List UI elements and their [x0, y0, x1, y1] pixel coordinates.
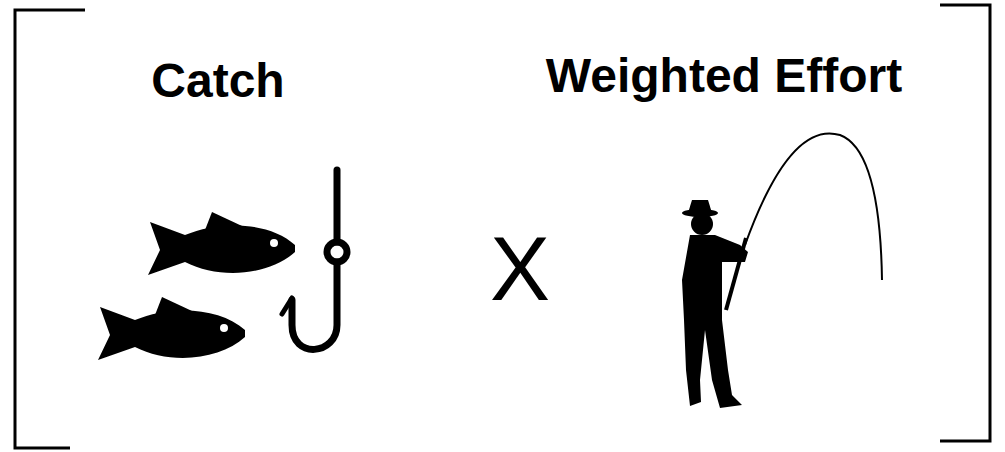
heading-label: Weighted Effort [546, 50, 902, 103]
fish-icon [98, 297, 245, 360]
right-bracket [940, 5, 990, 441]
multiply-sign: X [490, 220, 550, 319]
fish-icon [148, 212, 295, 275]
fisherman-figure [682, 133, 882, 408]
left-bracket [15, 10, 85, 448]
hook-icon [282, 170, 347, 349]
heading-label: Catch [151, 55, 284, 108]
